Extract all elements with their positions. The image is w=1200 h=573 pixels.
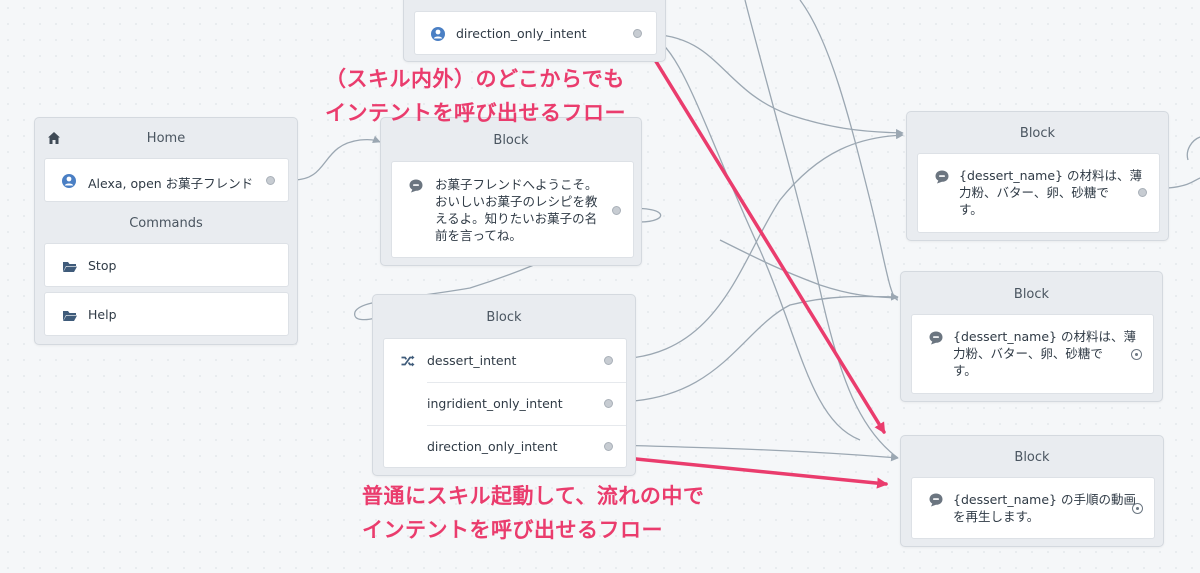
speech-bubble-icon [935,170,949,184]
result-block-materials-1[interactable]: Block {dessert_name} の材料は、薄 力粉、バター、卵、砂糖で… [906,111,1169,241]
command-stop[interactable]: Stop [44,243,289,287]
home-title: Home [146,131,186,146]
choice-block-title: Block [486,310,522,325]
path-divider [427,425,626,426]
commands-title: Commands [129,216,203,231]
result-block-title: Block [1013,287,1050,302]
home-icon [48,132,60,144]
welcome-block-title: Block [493,133,529,148]
speech-bubble-icon [409,179,423,193]
result-speak-step[interactable]: {dessert_name} の手順の動画 を再生します。 [911,477,1155,539]
welcome-speak-text: お菓子フレンドへようこそ。 おいしいお菓子のレシピを教 えるよ。知りたいお菓子の… [435,177,598,243]
speech-bubble-icon [929,493,943,507]
shuffle-icon [401,355,415,367]
result-output-port[interactable] [1131,349,1142,360]
result-block-materials-2[interactable]: Block {dessert_name} の材料は、薄 力粉、バター、卵、砂糖で… [900,271,1163,402]
path-direction-only-intent[interactable]: direction_only_intent [427,439,558,454]
launch-port[interactable] [266,176,275,185]
result-port[interactable] [1138,188,1147,197]
result-block-video[interactable]: Block {dessert_name} の手順の動画 を再生します。 [900,435,1164,547]
top-intent-port[interactable] [633,29,642,38]
welcome-port[interactable] [612,206,621,215]
top-intent-label: direction_only_intent [456,26,587,41]
command-help[interactable]: Help [44,292,289,336]
result-output-port[interactable] [1132,503,1143,514]
result-speak-text: {dessert_name} の材料は、薄 力粉、バター、卵、砂糖で す。 [953,329,1136,378]
path-dessert-port[interactable] [604,356,613,365]
path-ingridient-only-intent[interactable]: ingridient_only_intent [427,396,563,411]
annotation-bottom: 普通にスキル起動して、流れの中で インテントを呼び出せるフロー [362,484,705,542]
path-ingridient-port[interactable] [604,399,613,408]
result-block-title: Block [1019,126,1056,141]
annotation-top: （スキル内外）のどこからでも インテントを呼び出せるフロー [325,67,626,125]
result-block-title: Block [1014,450,1050,465]
folder-icon [63,311,77,321]
command-stop-label: Stop [88,258,117,273]
launch-label: Alexa, open お菓子フレンド [88,176,254,191]
top-intent-node[interactable]: direction_only_intent [403,0,666,62]
speech-bubble-icon [929,331,943,345]
command-help-label: Help [88,307,117,322]
path-dessert-intent[interactable]: dessert_intent [427,353,517,368]
choice-block[interactable]: Block dessert_intent ingridient_only_int… [372,294,636,476]
top-intent-card[interactable]: direction_only_intent [414,11,657,55]
result-speak-text: {dessert_name} の材料は、薄 力粉、バター、卵、砂糖で す。 [959,168,1142,217]
result-speak-step[interactable]: {dessert_name} の材料は、薄 力粉、バター、卵、砂糖で す。 [911,314,1154,394]
result-speak-text: {dessert_name} の手順の動画 を再生します。 [953,492,1136,524]
launch-step[interactable]: Alexa, open お菓子フレンド [44,158,289,202]
path-direction-port[interactable] [604,442,613,451]
user-icon [431,27,445,41]
user-icon [62,174,76,188]
path-divider [427,382,626,383]
folder-icon [63,262,77,272]
choice-step[interactable]: dessert_intent ingridient_only_intent di… [383,338,627,468]
home-node[interactable]: Home Alexa, open お菓子フレンド Commands Stop H… [34,117,298,345]
welcome-block[interactable]: Block お菓子フレンドへようこそ。 おいしいお菓子のレシピを教 えるよ。知り… [380,117,642,266]
result-speak-step[interactable]: {dessert_name} の材料は、薄 力粉、バター、卵、砂糖で す。 [917,153,1160,233]
welcome-speak-step[interactable]: お菓子フレンドへようこそ。 おいしいお菓子のレシピを教 えるよ。知りたいお菓子の… [391,161,634,258]
